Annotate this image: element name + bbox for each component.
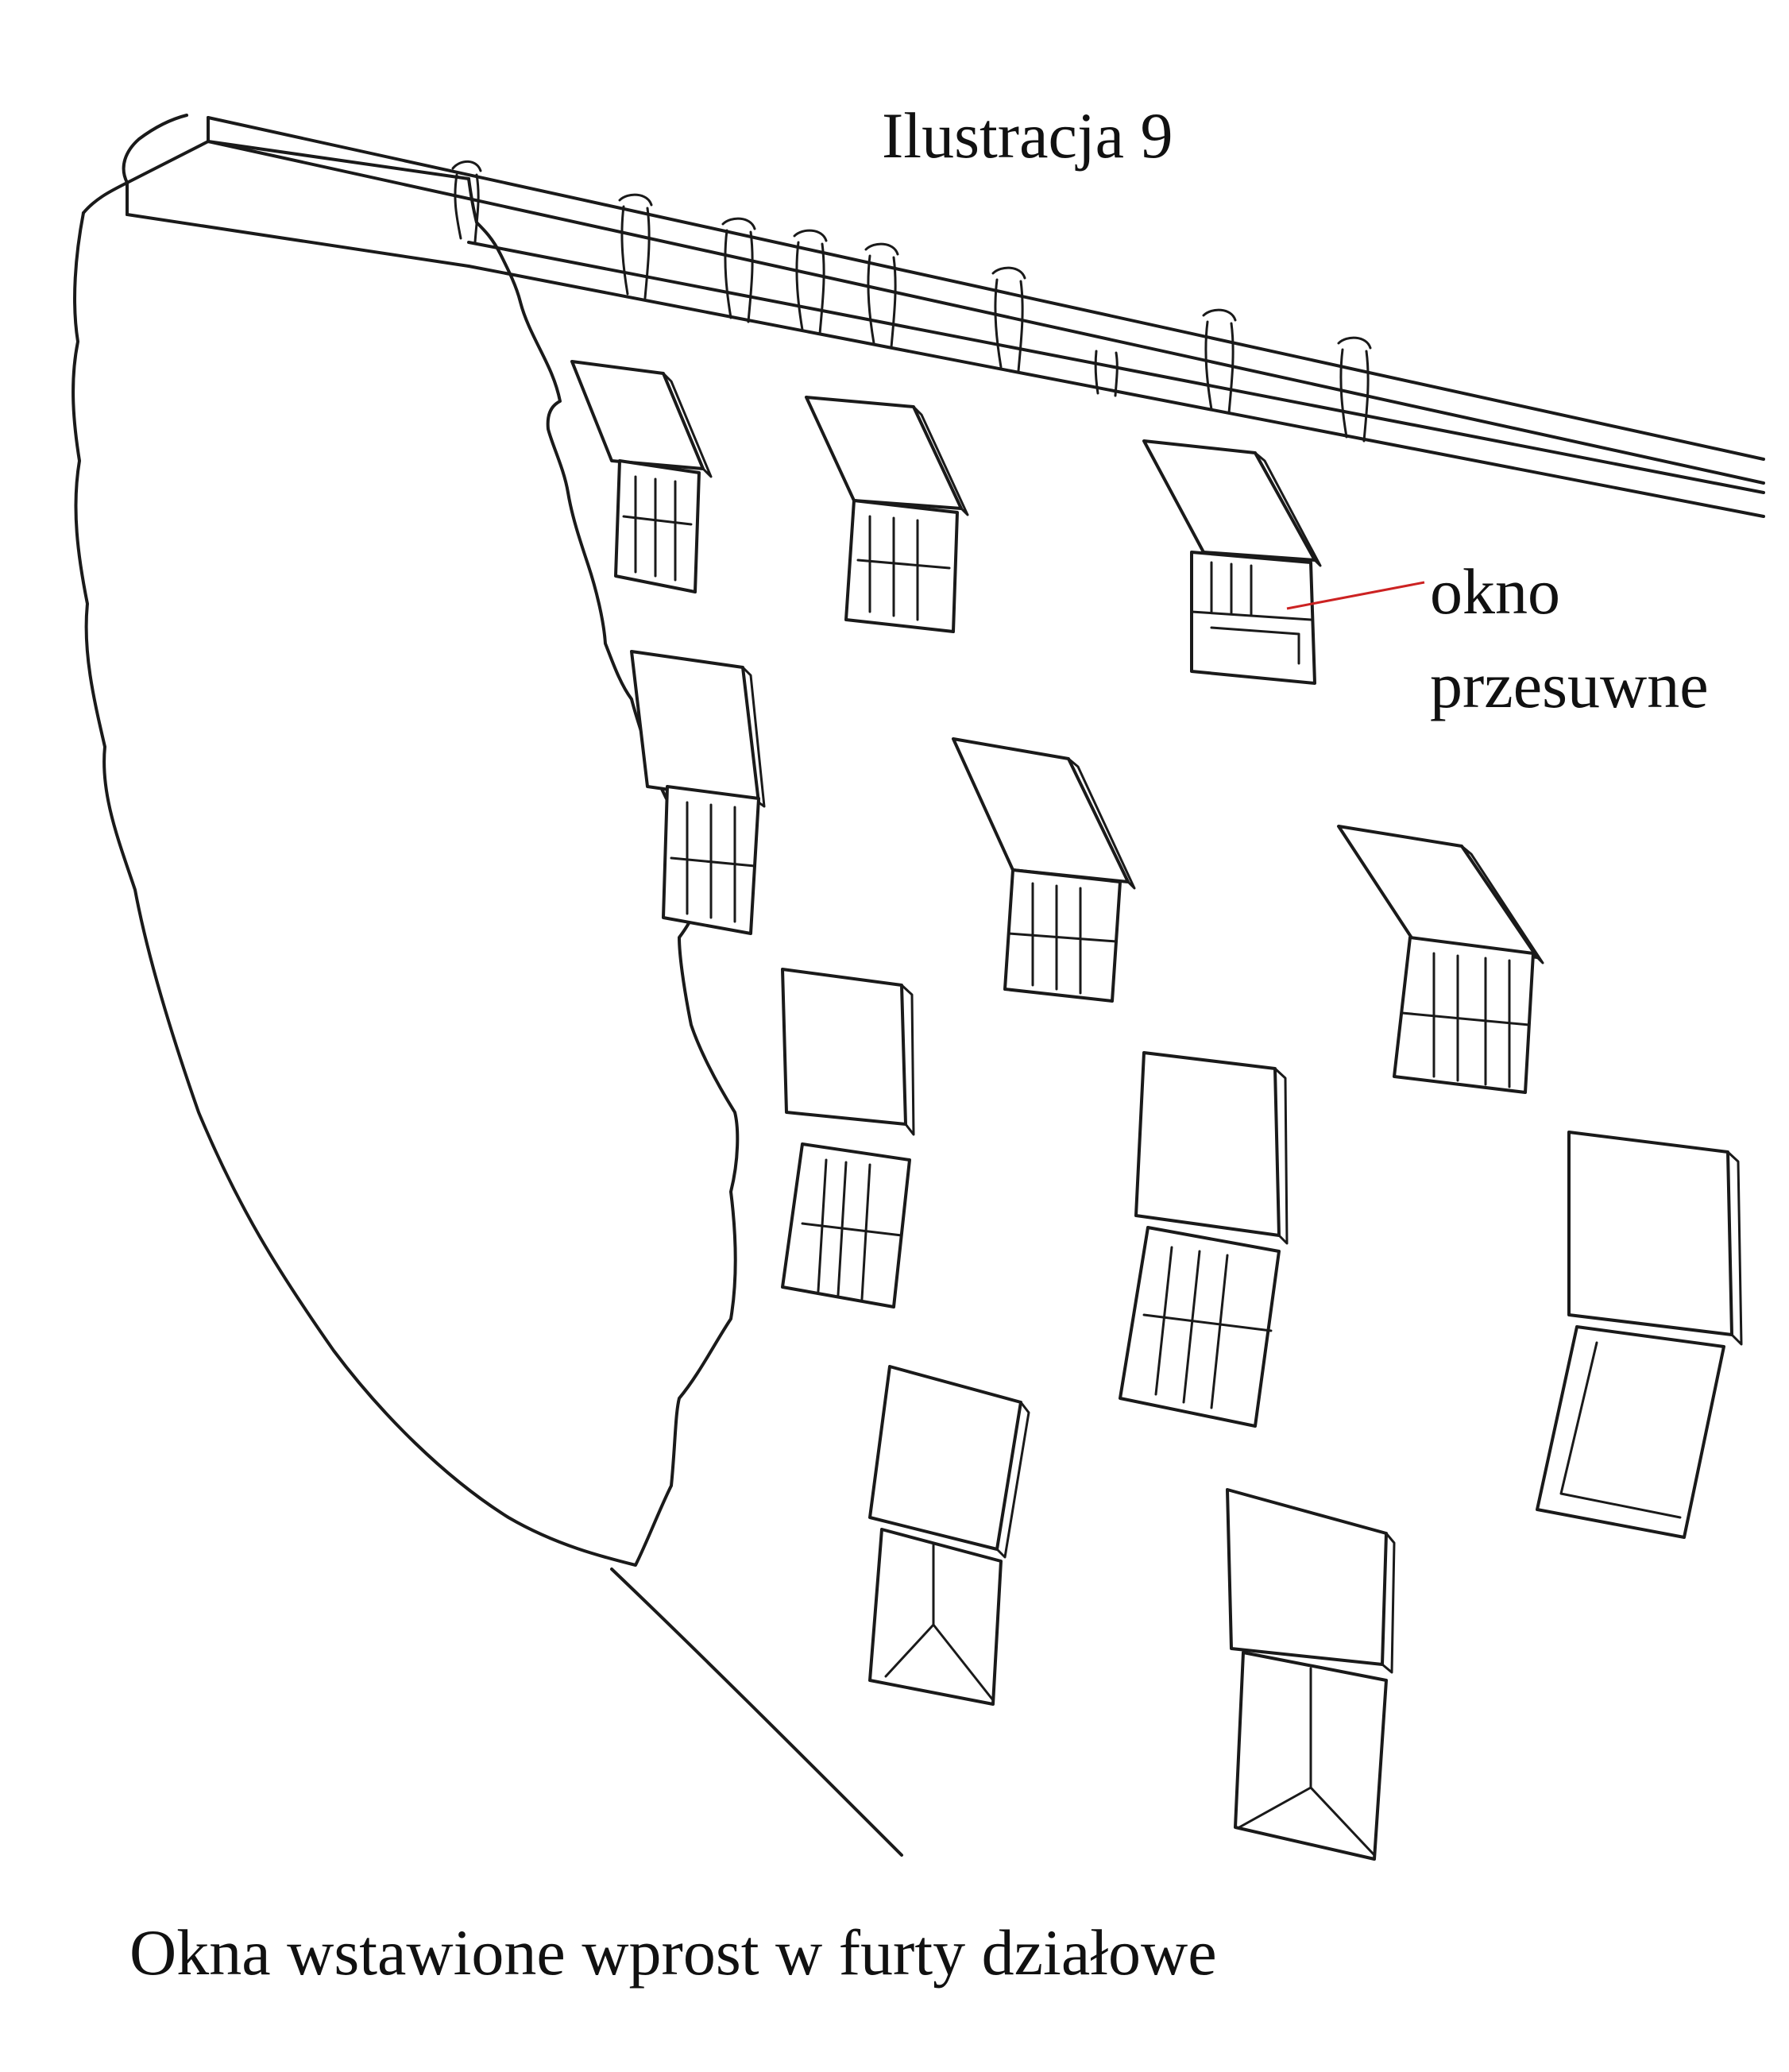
window-5 [952, 737, 1136, 1003]
window-11-open [1226, 1488, 1396, 1861]
callout-label-line1: okno [1430, 555, 1560, 628]
window-6 [1337, 825, 1544, 1094]
keel-line [610, 1568, 903, 1857]
window-7 [781, 968, 915, 1309]
window-8 [1119, 1051, 1289, 1428]
window-10-open [868, 1365, 1030, 1706]
window-3-sliding [1142, 439, 1322, 685]
window-1 [570, 360, 713, 593]
stern-rail [126, 116, 1765, 518]
gun-port-windows [570, 360, 1743, 1861]
figure-title: Ilustracja 9 [882, 99, 1173, 172]
hull-outline [71, 114, 740, 1567]
callout-label-line2: przesuwne [1430, 649, 1709, 721]
window-4 [630, 650, 766, 935]
figure-caption: Okna wstawione wprost w furty działowe [129, 1916, 1217, 1989]
rail-balusters [451, 160, 1372, 443]
window-2 [805, 396, 969, 633]
window-9-open [1536, 1131, 1743, 1539]
callout-leader [1286, 581, 1425, 610]
